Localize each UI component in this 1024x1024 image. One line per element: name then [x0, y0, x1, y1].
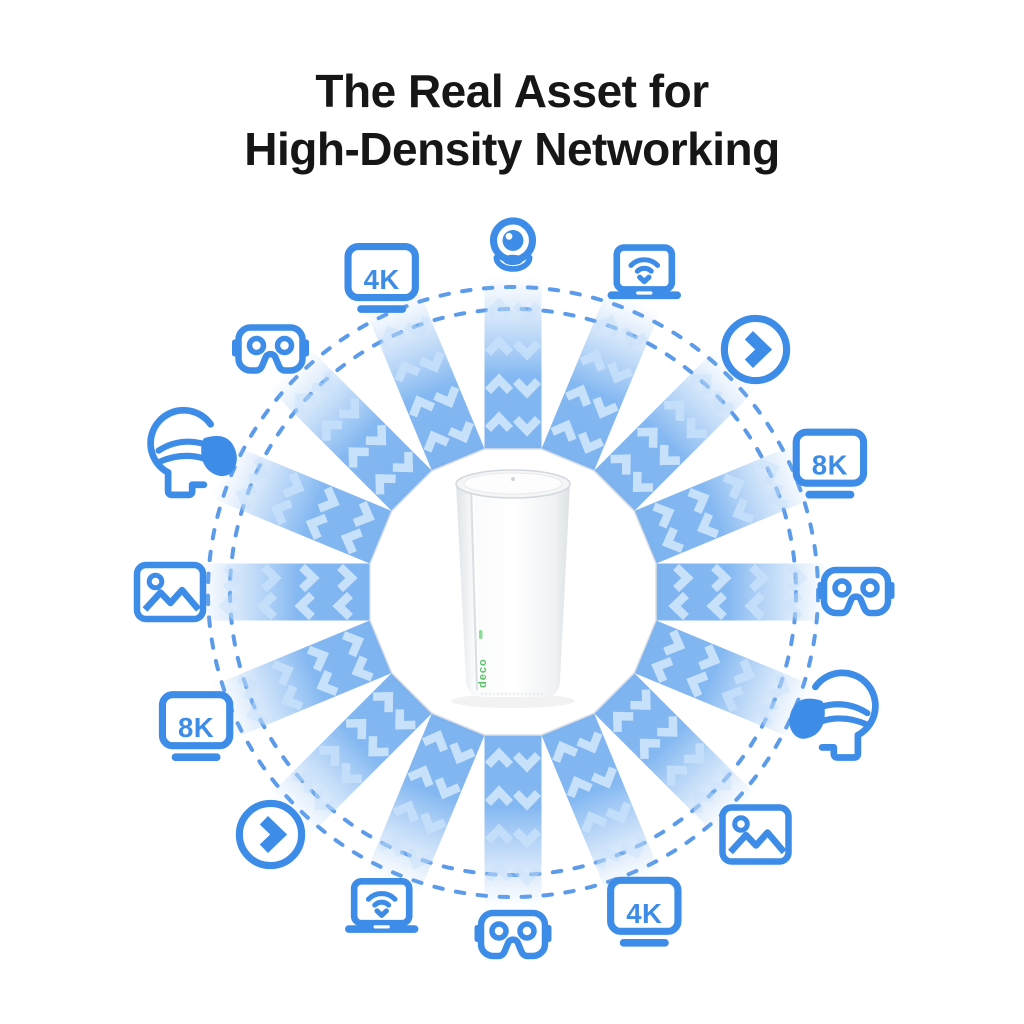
router-device: deco: [451, 469, 575, 708]
photo-icon: [137, 565, 203, 619]
signal-beam: [655, 563, 829, 621]
tv-resolution-label: 8K: [178, 712, 214, 743]
signal-beam: [633, 444, 816, 564]
vr-goggles-icon: [818, 570, 895, 613]
signal-beam: [269, 672, 433, 836]
signal-beam: [269, 348, 433, 512]
signal-beam: [365, 712, 485, 895]
page-title: The Real Asset for High-Density Networki…: [0, 62, 1024, 178]
laptop-wifi-icon: [608, 248, 681, 300]
signal-beam: [210, 444, 393, 564]
tv-resolution-label: 8K: [812, 450, 848, 481]
signal-beam: [541, 712, 661, 895]
center-core: deco: [369, 448, 657, 736]
play-arrow-icon: [724, 318, 786, 380]
signal-beam: [633, 620, 816, 740]
page-title-line2: High-Density Networking: [244, 123, 780, 175]
signal-beam: [593, 348, 757, 512]
signal-beam: [593, 672, 757, 836]
tv-4k-icon: 4K: [611, 880, 678, 946]
play-arrow-icon: [239, 803, 301, 865]
signal-beam: [484, 734, 542, 908]
device-icons: 8K 4K 8K 4K: [137, 221, 895, 956]
signal-beam: [484, 276, 542, 450]
vr-goggles-icon: [232, 328, 309, 371]
tv-8k-icon: 8K: [796, 432, 863, 498]
tv-resolution-label: 4K: [626, 898, 662, 929]
signal-beam: [365, 289, 485, 472]
signal-beam: [210, 620, 393, 740]
laptop-wifi-icon: [345, 881, 418, 933]
signal-beam: [197, 563, 371, 621]
tv-4k-icon: 4K: [348, 247, 415, 313]
tv-resolution-label: 4K: [364, 264, 400, 295]
webcam-icon: [494, 221, 533, 269]
signal-beams: [197, 276, 829, 908]
vr-goggles-icon: [475, 913, 552, 956]
page-title-line1: The Real Asset for: [315, 65, 709, 117]
tv-8k-icon: 8K: [162, 695, 229, 761]
signal-beam: [541, 289, 661, 472]
device-brand-label: deco: [477, 658, 489, 688]
